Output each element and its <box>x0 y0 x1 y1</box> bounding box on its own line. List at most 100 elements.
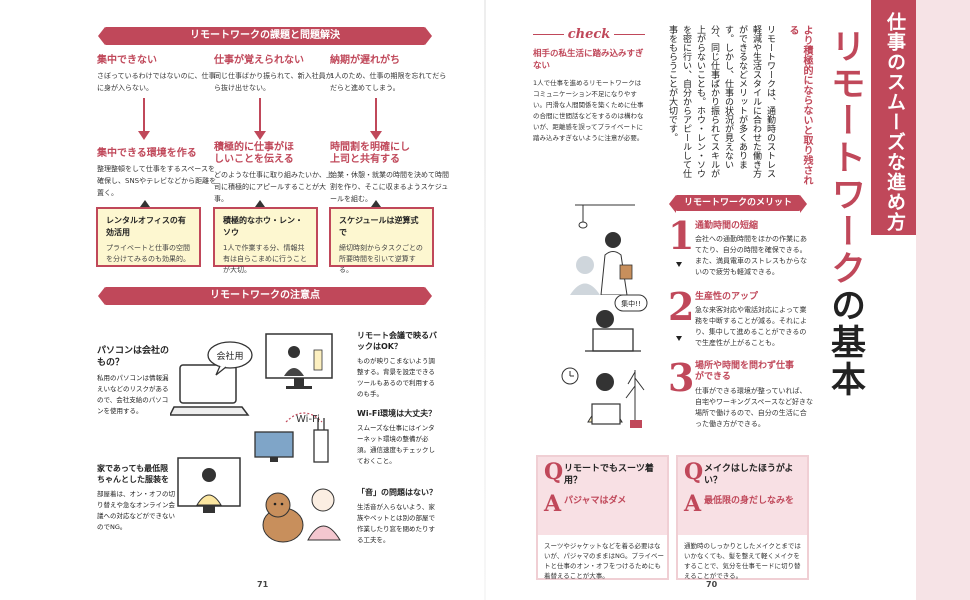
home-worker-illustration <box>561 367 645 428</box>
solution-body: 整理整頓をして仕事をするスペースを確保し、SNSやテレビなどから距離を置く。 <box>97 165 217 197</box>
q-text: メイクはしたほうがよい？ <box>704 464 794 486</box>
check-header: check <box>533 27 645 42</box>
merits-title: リモートワークのメリット <box>669 195 807 213</box>
caution-title: 「音」の問題はない？ <box>357 488 437 497</box>
tip-title: 積極的なホウ・レン・ソウ <box>223 216 303 237</box>
page-number-left: 71 <box>257 580 269 589</box>
q-mark: Q <box>684 459 704 485</box>
arrow-down <box>138 98 150 140</box>
merit-title: 生産性のアップ <box>695 292 759 302</box>
caution-body: 部屋着は、オン・オフの切り替えや急なオンライン会議への対応などができないのでNG… <box>97 490 175 531</box>
caution-body: スムーズな仕事にはインターネット環境の整備が必須。通信速度もチェックしておくこと… <box>357 424 435 465</box>
check-box: check 相手の私生活に踏み込みすぎない 1人で仕事を進めるリモートワークはコ… <box>533 27 645 144</box>
monitor-woman-illustration <box>177 457 241 513</box>
caution-pc: パソコンは会社のもの？ 私用のパソコンは情報漏えいなどのリスクがあるので、会社支… <box>97 345 172 417</box>
merit-body: 会社への通勤時間をほかの作業にあてたり、自分の時間を確保できる。また、満員電車の… <box>695 235 807 276</box>
tip-body: プライベートと仕事の空間を分けてみるのも効果的。 <box>106 244 190 263</box>
page-edge-stripe <box>916 0 970 600</box>
check-rule <box>614 34 645 35</box>
problem-title: 納期が遅れがち <box>330 55 400 66</box>
merit-marker <box>676 262 682 267</box>
qa-body: 通勤時のしっかりとしたメイクとまではいかなくても、髪を整えて軽くメイクをすること… <box>684 542 801 580</box>
problem-title: 仕事が覚えられない <box>214 55 304 66</box>
speech-bubble-text: 会社用 <box>216 350 243 362</box>
wifi-router-illustration: Wi-Fi <box>254 412 329 463</box>
caution-wifi: Wi-Fi環境は大丈夫？ スムーズな仕事にはインターネット環境の整備が必須。通信… <box>357 408 439 467</box>
monitor-video-call-illustration <box>265 333 333 389</box>
a-mark: A <box>544 491 562 517</box>
caution-title: リモート会議で映るバックはOK？ <box>357 331 437 351</box>
check-label: check <box>567 27 611 42</box>
commuter-train-illustration <box>570 204 635 295</box>
caution-sound: 「音」の問題はない？ 生活音が入らないよう、家族やペットとは別の部屋で作業したり… <box>357 487 439 546</box>
tip-body: 締切時刻からタスクごとの所要時間を引いて逆算する。 <box>339 244 423 274</box>
page-title-particle: の <box>825 287 865 324</box>
arrow-down <box>254 98 266 140</box>
page-number-right: 70 <box>706 580 718 589</box>
tip-box-3: スケジュールは逆算式で 締切時刻からタスクごとの所要時間を引いて逆算する。 <box>329 207 434 274</box>
caution-body: 生活音が入らないよう、家族やペットとは別の部屋で作業したり窓を閉めたりする工夫を… <box>357 503 435 544</box>
problem-title: 集中できない <box>97 55 157 66</box>
page-title-part-b: 基本 <box>825 324 865 398</box>
pointer-triangle <box>371 200 381 207</box>
problem-body: 1人のため、仕事の期限を忘れてだらだらと進めてしまう。 <box>330 72 447 92</box>
merit-number: 1 <box>668 213 695 258</box>
focused-worker-illustration: 集中!! <box>585 294 648 352</box>
qa-header: Q リモートでもスーツ着用？ A パジャマはダメ <box>538 457 667 535</box>
section-title-cautions: リモートワークの注意点 <box>98 287 432 305</box>
caution-body: ものが映りこまないよう調整する。背景を設定できるツールもあるので利用するのも手。 <box>357 357 435 398</box>
left-page: リモートワークの課題と問題解決 集中できない さぼっているわけではないのに、仕事… <box>96 27 450 589</box>
problem-column-3: 納期が遅れがち 1人のため、仕事の期限を忘れてだらだらと進めてしまう。 <box>330 55 450 94</box>
page-title: リモートワークの基本 <box>825 28 865 398</box>
caution-clothes: 家であっても最低限ちゃんとした服装を 部屋着は、オン・オフの切り替えや急なオンラ… <box>97 463 175 533</box>
chapter-sidebar: 仕事のスムーズな進め方 <box>871 0 916 235</box>
merit-body: 急な来客対応や電話対応によって業務を中断することが減る。それにより、集中して進め… <box>695 306 807 347</box>
a-mark: A <box>684 491 702 517</box>
tip-title: レンタルオフィスの有効活用 <box>106 216 186 237</box>
lead-heading: より積極的にならないと取り残される <box>787 25 812 185</box>
solution-column-2: 積極的に仕事がほしいことを伝える どのような仕事に取り組みたいか、上司に積極的に… <box>214 142 334 205</box>
qa-header: Q メイクはしたほうがよい？ A 最低限の身だしなみを <box>678 457 807 535</box>
laptop-illustration: 会社用 <box>170 341 253 416</box>
problem-body: 同じ仕事ばかり振られて、新入社員から抜け出せない。 <box>214 72 333 92</box>
solution-title: 積極的に仕事がほしいことを伝える <box>214 142 294 165</box>
caution-title: パソコンは会社のもの？ <box>97 346 170 368</box>
problem-column-2: 仕事が覚えられない 同じ仕事ばかり振られて、新入社員から抜け出せない。 <box>214 55 334 94</box>
solution-title: 時間割を明確にし上司と共有する <box>330 142 410 165</box>
lead-body: リモートワークは、通勤時のストレス軽減や生活スタイルに合わせた働き方ができるなど… <box>667 25 775 178</box>
section-title-challenges: リモートワークの課題と問題解決 <box>98 27 432 45</box>
a-text: パジャマはダメ <box>564 496 627 506</box>
caution-body: 私用のパソコンは情報漏えいなどのリスクがあるので、会社支給のパソコンを使用する。 <box>97 374 169 415</box>
solution-column-3: 時間割を明確にし上司と共有する 始業・休憩・就業の時間を決めて時間割を作り、そこ… <box>330 142 450 205</box>
merit-body: 仕事ができる環境が整っていれば、自宅やワーキングスペースなど好きな場所で働けるの… <box>695 387 813 428</box>
solution-body: どのような仕事に取り組みたいか、上司に積極的にアピールすることが大事。 <box>214 171 333 203</box>
solution-title: 集中できる環境を作る <box>97 148 197 159</box>
merit-title: 場所や時間を問わず仕事ができる <box>695 361 795 382</box>
pointer-triangle <box>255 200 265 207</box>
tip-body: 1人で作業する分、情報共有は自らこまめに行うことが大切。 <box>223 244 307 274</box>
merit-number: 3 <box>668 355 695 400</box>
arrow-down <box>370 98 382 140</box>
qa-box-makeup: Q メイクはしたほうがよい？ A 最低限の身だしなみを 通勤時のしっかりとしたメ… <box>676 455 809 580</box>
problem-column-1: 集中できない さぼっているわけではないのに、仕事に身が入らない。 <box>97 55 217 94</box>
wifi-label: Wi-Fi <box>296 414 320 425</box>
page-title-part-a: リモートワーク <box>825 28 865 287</box>
merit-title: 通勤時間の短縮 <box>695 221 759 231</box>
qa-body: スーツやジャケットなどを着る必要はないが、パジャマのままはNG。プライベートと仕… <box>544 542 664 580</box>
caution-background: リモート会議で映るバックはOK？ ものが映りこまないよう調整する。背景を設定でき… <box>357 330 439 400</box>
q-mark: Q <box>544 459 564 485</box>
solution-column-1: 集中できる環境を作る 整理整頓をして仕事をするスペースを確保し、SNSやテレビな… <box>97 148 217 199</box>
gutter <box>484 0 486 600</box>
qa-box-suit: Q リモートでもスーツ着用？ A パジャマはダメ スーツやジャケットなどを着る必… <box>536 455 669 580</box>
tip-box-1: レンタルオフィスの有効活用 プライベートと仕事の空間を分けてみるのも効果的。 <box>96 207 201 267</box>
pointer-triangle <box>140 200 150 207</box>
problem-body: さぼっているわけではないのに、仕事に身が入らない。 <box>97 72 216 92</box>
check-rule <box>533 34 564 35</box>
tip-box-2: 積極的なホウ・レン・ソウ 1人で作業する分、情報共有は自らこまめに行うことが大切… <box>213 207 318 274</box>
q-text: リモートでもスーツ着用？ <box>564 464 654 486</box>
a-text: 最低限の身だしなみを <box>704 496 795 506</box>
merit-number: 2 <box>668 284 695 329</box>
tip-title: スケジュールは逆算式で <box>339 216 419 237</box>
